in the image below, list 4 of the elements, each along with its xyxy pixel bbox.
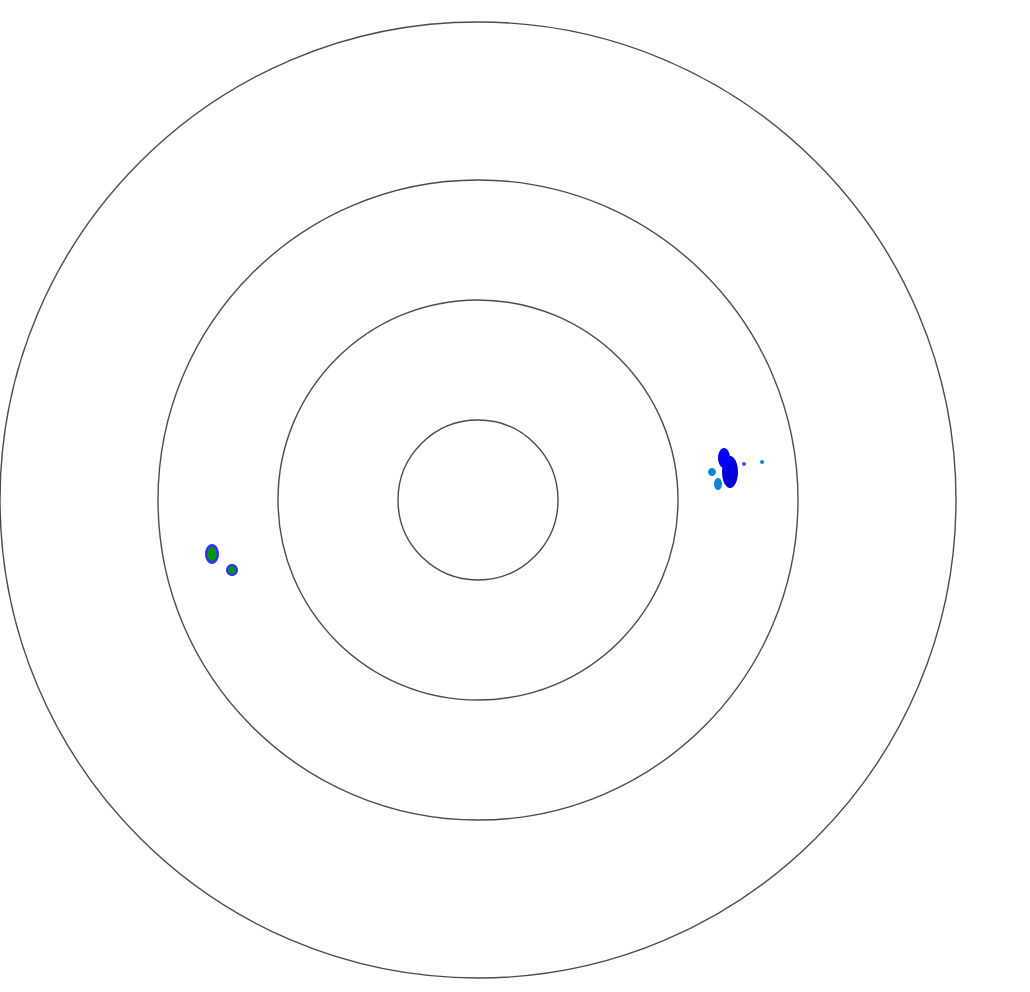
range-ring <box>397 419 559 581</box>
range-ring <box>277 299 679 701</box>
range-ring <box>0 21 957 979</box>
range-ring <box>157 179 799 821</box>
